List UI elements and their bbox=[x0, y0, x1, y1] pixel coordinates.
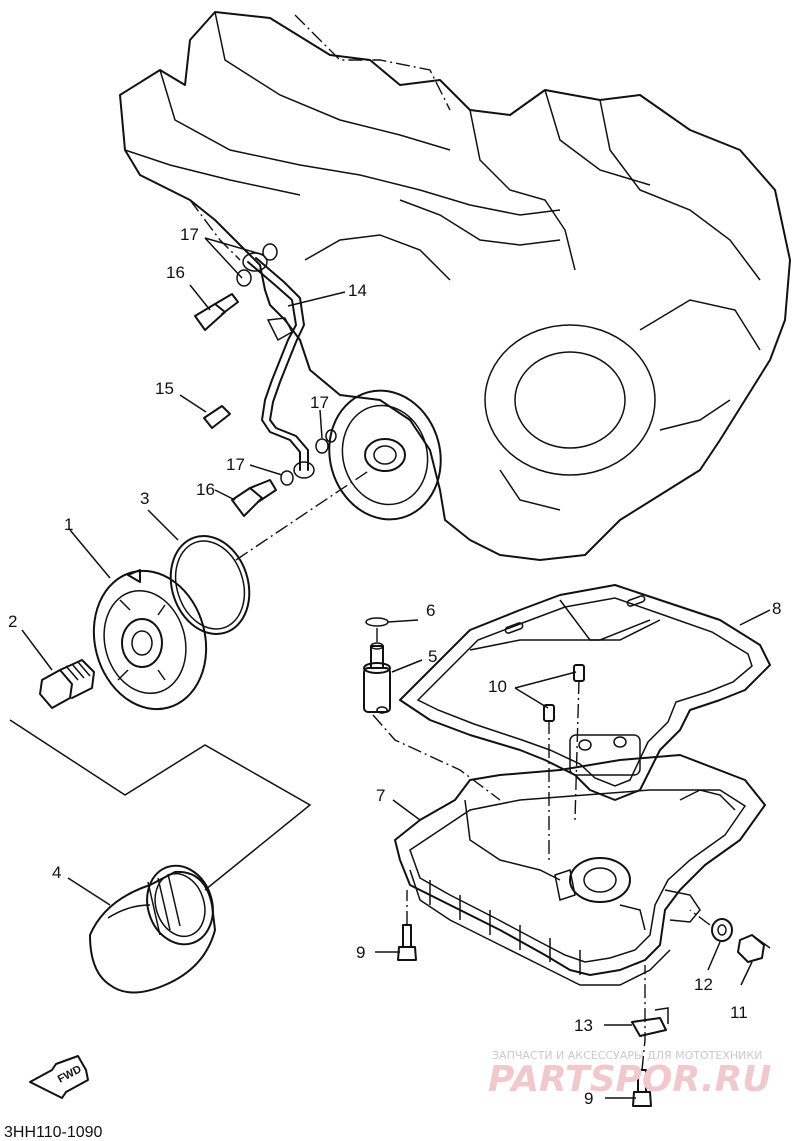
callout-9b: 9 bbox=[584, 1089, 593, 1108]
assembly-lines bbox=[235, 469, 711, 1071]
clip-bracket bbox=[631, 1007, 669, 1037]
callout-5: 5 bbox=[428, 647, 437, 666]
callout-6: 6 bbox=[426, 601, 435, 620]
filter-union-bolt bbox=[39, 659, 95, 709]
callout-14: 14 bbox=[348, 281, 367, 300]
small-bolt-15 bbox=[203, 405, 231, 429]
callout-10: 10 bbox=[488, 677, 507, 696]
callout-4: 4 bbox=[52, 863, 61, 882]
callout-1: 1 bbox=[64, 515, 73, 534]
oil-pan-bolt-9a bbox=[397, 924, 417, 961]
callout-3: 3 bbox=[140, 489, 149, 508]
union-bolt-lower bbox=[231, 479, 277, 517]
callout-17c: 17 bbox=[310, 393, 329, 412]
fwd-label: FWD bbox=[56, 1063, 84, 1085]
filter-mount-boss bbox=[328, 389, 442, 521]
washers-17 bbox=[236, 243, 337, 486]
callout-11: 11 bbox=[730, 1003, 748, 1022]
o-ring-small bbox=[365, 617, 389, 627]
watermark: ЗАПЧАСТИ И АКСЕССУАРЫ ДЛЯ МОТОТЕХНИКИ PA… bbox=[488, 1049, 772, 1100]
group-bracket bbox=[9, 719, 312, 891]
forward-arrow-icon: FWD bbox=[29, 1055, 89, 1099]
callout-16a: 16 bbox=[166, 263, 185, 282]
oil-pan bbox=[394, 734, 766, 986]
drain-gasket bbox=[711, 918, 733, 942]
callout-16b: 16 bbox=[196, 480, 215, 499]
engine-block bbox=[119, 11, 791, 561]
callout-17b: 17 bbox=[226, 455, 245, 474]
watermark-tagline: ЗАПЧАСТИ И АКСЕССУАРЫ ДЛЯ МОТОТЕХНИКИ bbox=[492, 1049, 762, 1062]
oil-delivery-pipe bbox=[242, 252, 315, 479]
drain-bolt bbox=[737, 934, 771, 963]
leader-lines bbox=[21, 237, 771, 1099]
callout-8: 8 bbox=[772, 599, 781, 618]
watermark-brand: PARTSPOR.RU bbox=[488, 1059, 772, 1100]
o-ring bbox=[169, 535, 251, 635]
oil-filter bbox=[89, 864, 216, 994]
part-callouts: 17 16 14 15 17 17 16 3 1 2 4 6 5 10 8 7 … bbox=[8, 225, 781, 1108]
oil-cooler-adapter bbox=[92, 569, 208, 711]
callout-17a: 17 bbox=[180, 225, 199, 244]
callout-13: 13 bbox=[574, 1016, 593, 1035]
diagram-code: 3HH110-1090 bbox=[4, 1124, 103, 1141]
oil-pan-gasket bbox=[399, 584, 771, 801]
callout-12: 12 bbox=[694, 975, 713, 994]
callout-15: 15 bbox=[155, 379, 174, 398]
callout-7: 7 bbox=[376, 786, 385, 805]
relief-valve bbox=[363, 642, 391, 714]
callout-2: 2 bbox=[8, 612, 17, 631]
callout-9a: 9 bbox=[356, 943, 365, 962]
